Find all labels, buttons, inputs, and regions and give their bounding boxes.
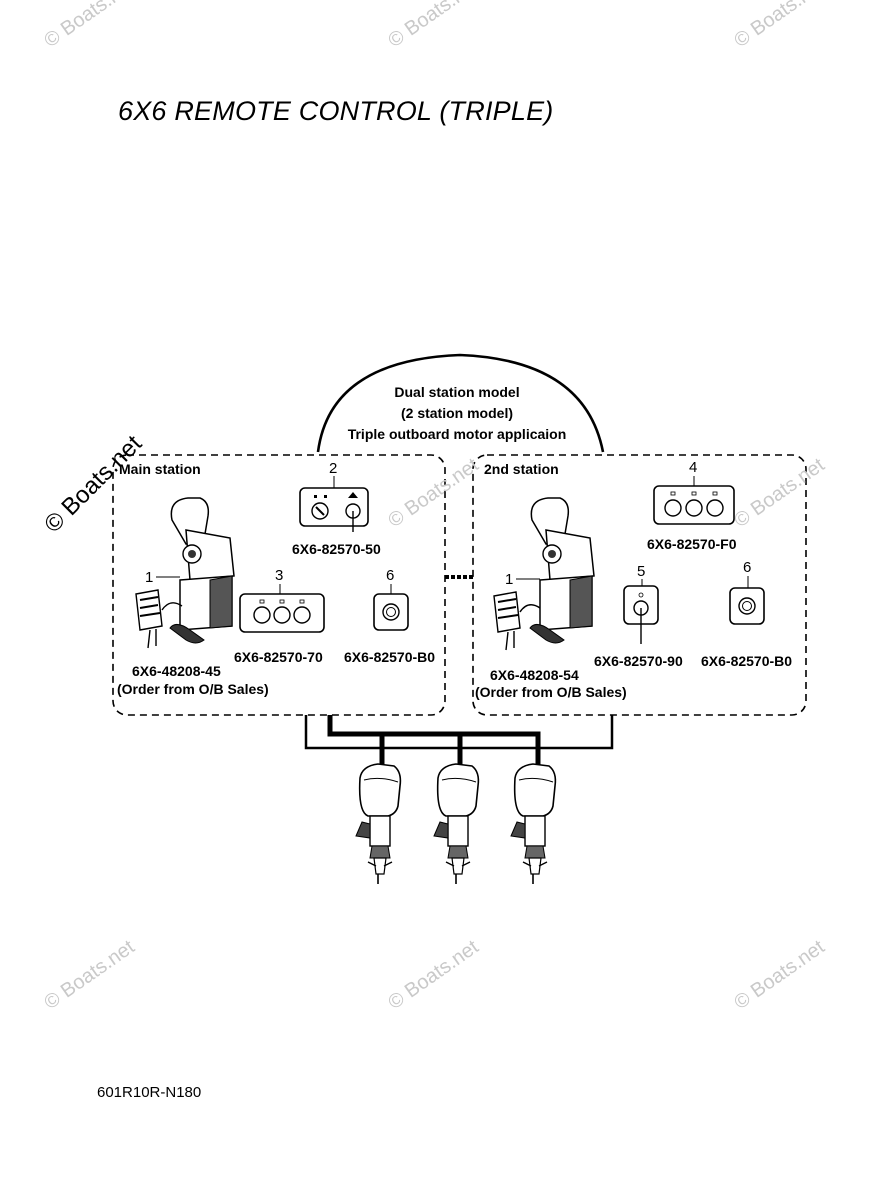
second-part-5-number: 5	[637, 563, 645, 580]
key-switch-panel-icon	[299, 487, 369, 532]
main-part-6-code: 6X6-82570-B0	[344, 649, 435, 665]
main-part-1-number: 1	[145, 569, 153, 586]
watermark-text: © Boats.net	[384, 454, 483, 532]
main-part-6-number: 6	[386, 567, 394, 584]
triple-switch-panel-icon	[239, 593, 325, 633]
watermark-text: © Boats.net	[40, 0, 139, 52]
watermark-text: © Boats.net	[40, 936, 139, 1014]
second-part-6-number: 6	[743, 559, 751, 576]
control-cables	[304, 715, 614, 770]
watermark-text: © Boats.net	[384, 0, 483, 52]
main-station-box	[112, 454, 446, 716]
watermark-text: © Boats.net	[730, 936, 829, 1014]
main-part-1-code: 6X6-48208-45	[132, 663, 221, 679]
model-line-3: Triple outboard motor applicaion	[348, 426, 567, 442]
model-line-2: (2 station model)	[401, 405, 513, 421]
figure-code: 601R10R-N180	[97, 1084, 202, 1101]
second-part-6-code: 6X6-82570-B0	[701, 653, 792, 669]
second-station-box	[472, 454, 807, 716]
second-part-1-code: 6X6-48208-54	[490, 667, 579, 683]
outboard-motor-1	[355, 763, 402, 885]
main-part-2-number: 2	[329, 460, 337, 477]
main-part-3-number: 3	[275, 567, 283, 584]
outboard-motor-3	[510, 763, 557, 885]
remote-control-icon	[135, 497, 235, 649]
triple-switch-panel-icon-2nd	[653, 485, 735, 525]
remote-control-icon-2nd	[493, 497, 595, 651]
main-part-3-code: 6X6-82570-70	[234, 649, 323, 665]
model-line-1: Dual station model	[394, 384, 519, 400]
main-station-label: Main station	[119, 461, 201, 477]
second-part-1-note: (Order from O/B Sales)	[475, 684, 627, 700]
key-switch-icon-2nd	[623, 585, 659, 644]
second-station-label: 2nd station	[484, 461, 559, 477]
watermark-text: © Boats.net	[730, 454, 829, 532]
diagram-title: 6X6 REMOTE CONTROL (TRIPLE)	[118, 96, 554, 126]
model-arch	[316, 353, 605, 453]
main-part-1-note: (Order from O/B Sales)	[117, 681, 269, 697]
second-part-5-code: 6X6-82570-90	[594, 653, 683, 669]
outboard-motor-2	[433, 763, 480, 885]
main-part-2-code: 6X6-82570-50	[292, 541, 381, 557]
single-switch-panel-icon-2nd	[729, 587, 765, 625]
second-part-1-number: 1	[505, 571, 513, 588]
watermark-text: © Boats.net	[730, 0, 829, 52]
watermark-text-dark: © Boats.net	[39, 430, 147, 538]
second-part-4-number: 4	[689, 459, 697, 476]
second-part-4-code: 6X6-82570-F0	[647, 536, 737, 552]
watermark-text: © Boats.net	[384, 936, 483, 1014]
single-switch-panel-icon	[373, 593, 409, 631]
